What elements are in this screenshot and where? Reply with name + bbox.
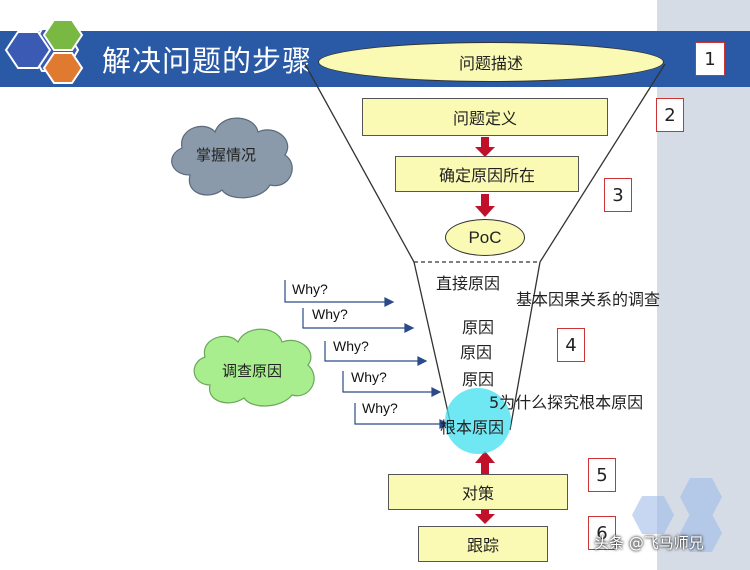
why-label-2: Why?	[312, 306, 348, 322]
why-label-1: Why?	[292, 281, 328, 297]
cloud-investigate-icon	[193, 328, 315, 407]
step-poc: PoC	[445, 219, 525, 256]
five-why-label: 5为什么探究根本原因	[489, 393, 644, 412]
step-number-6: 6	[588, 516, 616, 550]
basic-investigation-label: 基本因果关系的调查	[516, 290, 661, 309]
funnel-lower-left-edge	[413, 261, 453, 431]
cloud-grasp-icon	[171, 117, 293, 199]
root-cause-glow	[445, 388, 511, 454]
hexagon-decoration-icon	[632, 478, 722, 552]
funnel-left-edge	[304, 63, 415, 263]
arrow-down-4	[475, 506, 495, 524]
arrow-down-1	[475, 137, 495, 157]
why-label-3: Why?	[333, 338, 369, 354]
cloud-grasp-label: 掌握情况	[196, 146, 257, 164]
arrow-up-3	[475, 451, 495, 474]
arrow-down-2	[475, 194, 495, 217]
right-panel	[657, 0, 750, 570]
why-arrows	[284, 280, 450, 429]
step-number-5: 5	[588, 458, 616, 492]
step-problem-description: 问题描述	[318, 42, 664, 82]
step-number-2: 2	[656, 98, 684, 132]
hexagon-logo-icon	[4, 19, 84, 84]
step-locate-cause: 确定原因所在	[395, 156, 579, 192]
step-number-4: 4	[557, 328, 585, 362]
why-label-5: Why?	[362, 400, 398, 416]
cause-label-1: 原因	[462, 318, 495, 337]
watermark: 头条 @飞马师兄	[594, 534, 704, 552]
step-countermeasure: 对策	[388, 474, 568, 510]
cloud-investigate-label: 调查原因	[222, 362, 283, 380]
why-label-4: Why?	[351, 369, 387, 385]
root-cause-label: 根本原因	[440, 418, 505, 437]
slide-title: 解决问题的步骤	[102, 44, 313, 78]
step-number-3: 3	[604, 178, 632, 212]
step-number-1: 1	[695, 42, 725, 76]
direct-cause-label: 直接原因	[436, 274, 501, 293]
step-problem-definition: 问题定义	[362, 98, 608, 136]
funnel-right-edge	[539, 63, 666, 263]
cause-label-2: 原因	[460, 343, 493, 362]
funnel-lower-right-edge	[509, 261, 541, 431]
step-followup: 跟踪	[418, 526, 548, 562]
cause-label-3: 原因	[462, 370, 495, 389]
